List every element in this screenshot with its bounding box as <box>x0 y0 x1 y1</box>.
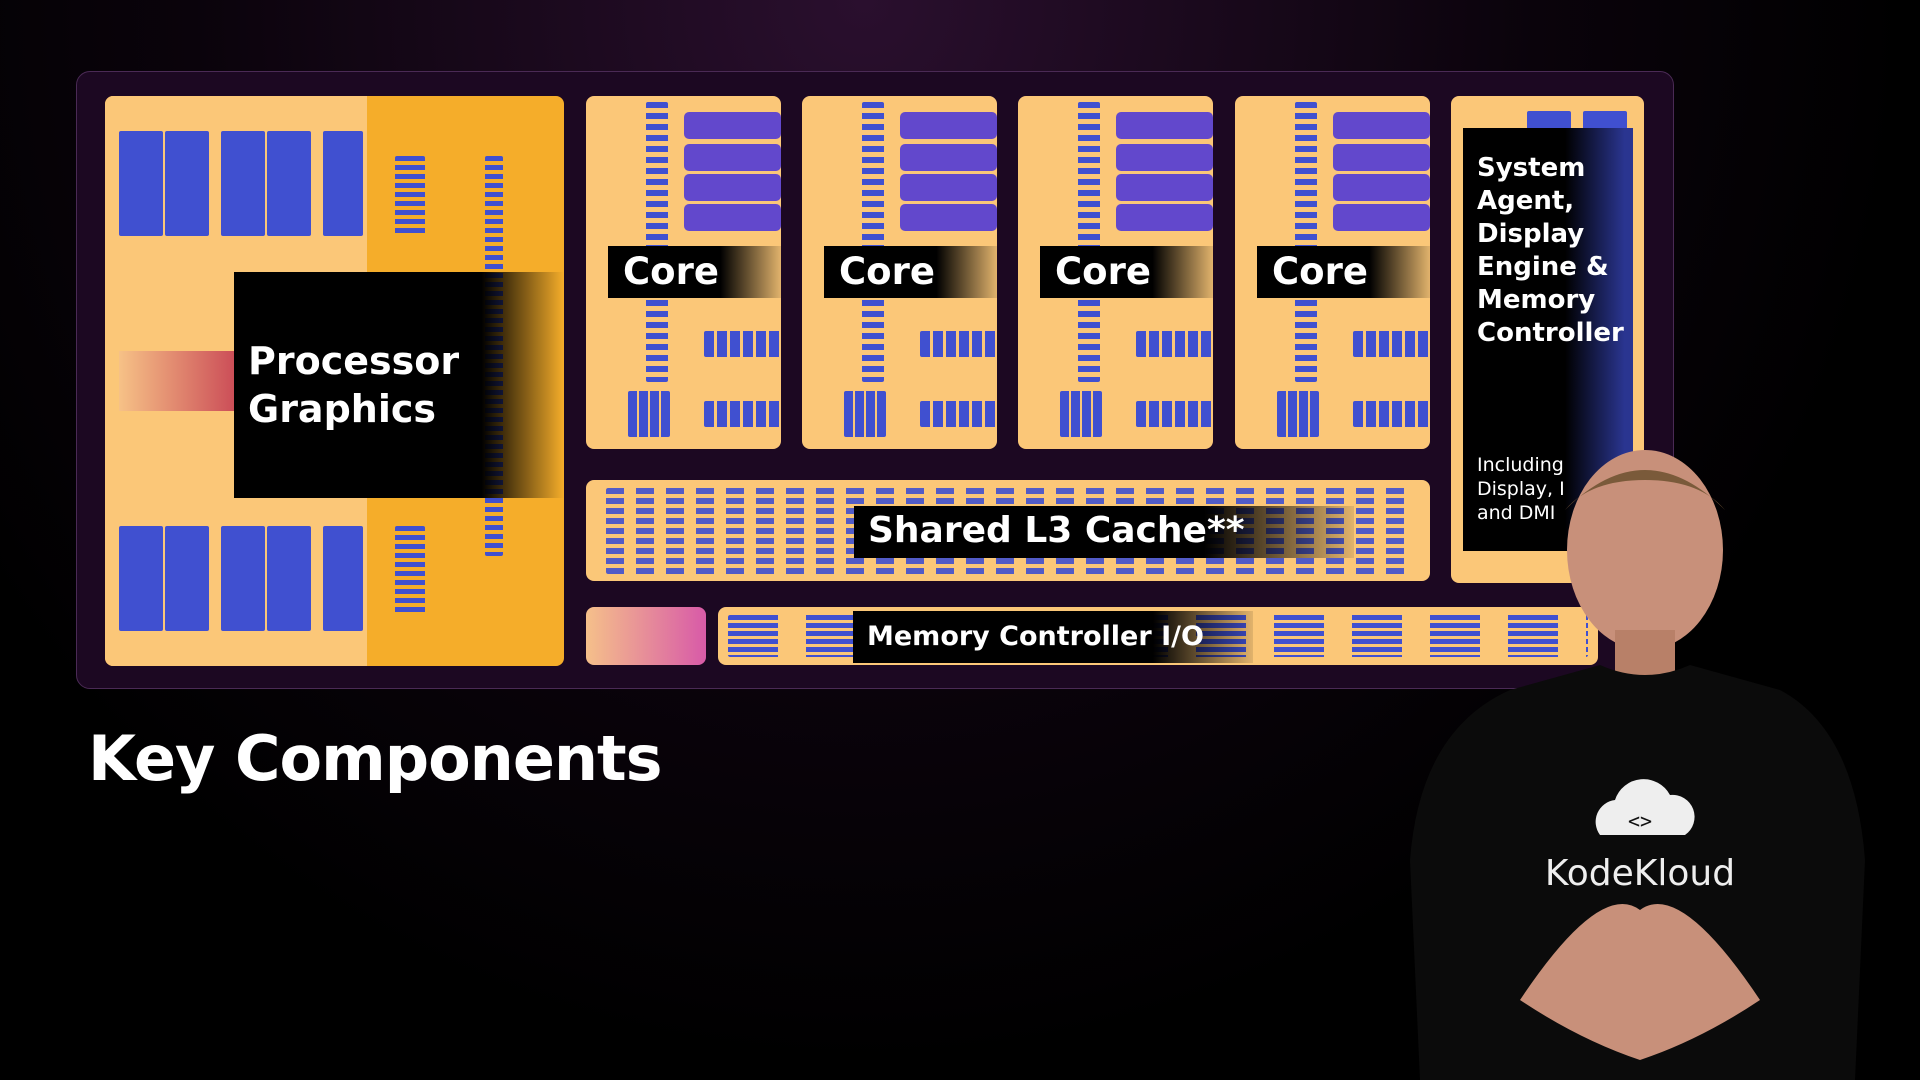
core-block: Core <box>1235 96 1430 449</box>
core-label: Core <box>608 246 781 298</box>
slide-title: Key Components <box>88 722 663 795</box>
processor-graphics-block: Processor Graphics <box>105 96 564 666</box>
l3-cache-label: Shared L3 Cache** <box>854 506 1354 558</box>
presenter-shirt <box>1410 665 1865 1080</box>
shirt-brand-text: KodeKloud <box>1545 853 1735 894</box>
presenter-head <box>1567 450 1723 650</box>
pink-block <box>586 607 706 665</box>
system-agent-label: System Agent, Display Engine & Memory Co… <box>1463 128 1633 551</box>
core-label: Core <box>824 246 997 298</box>
presenter-video: <> KodeKloud <box>1410 450 1865 1080</box>
presenter-hands <box>1520 904 1760 1060</box>
memory-controller-io-block: Memory Controller I/O <box>718 607 1598 665</box>
memory-controller-io-label: Memory Controller I/O <box>853 611 1253 663</box>
processor-graphics-label: Processor Graphics <box>234 272 564 498</box>
cpu-die-diagram: Processor Graphics Core Core Core Core <box>76 71 1674 689</box>
core-label: Core <box>1040 246 1213 298</box>
kodekloud-logo-icon: <> <box>1595 779 1695 835</box>
core-block: Core <box>802 96 997 449</box>
l3-cache-block: Shared L3 Cache** <box>586 480 1430 581</box>
core-block: Core <box>1018 96 1213 449</box>
core-label: Core <box>1257 246 1430 298</box>
svg-text:<>: <> <box>1628 809 1652 833</box>
core-block: Core <box>586 96 781 449</box>
